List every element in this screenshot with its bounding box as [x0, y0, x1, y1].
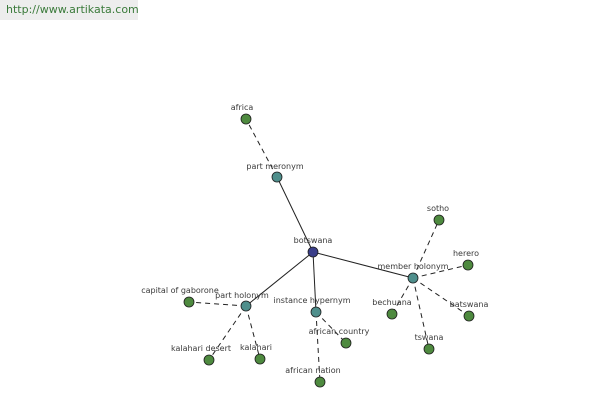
edge-part-holonym-to-kalahari — [245, 305, 261, 360]
node-african-country-label: african country — [309, 327, 370, 336]
node-member-holonym[interactable]: member holonym — [377, 262, 449, 284]
node-capital-of-gaborone-label: capital of gaborone — [141, 286, 219, 295]
node-bechuana-dot[interactable] — [386, 308, 398, 320]
node-herero-label: herero — [453, 249, 479, 258]
node-bechuana-label: bechuana — [372, 298, 412, 307]
node-bechuana[interactable]: bechuana — [372, 298, 412, 320]
edge-member-holonym-to-tswana — [412, 277, 430, 350]
edge-part-meronym-to-africa — [245, 118, 278, 178]
node-botswana-dot[interactable] — [307, 246, 319, 258]
node-batswana[interactable]: batswana — [450, 300, 489, 322]
node-kalahari-dot[interactable] — [254, 353, 266, 365]
node-capital-of-gaborone[interactable]: capital of gaborone — [141, 286, 219, 308]
node-capital-of-gaborone-dot[interactable] — [183, 296, 195, 308]
node-kalahari-label: kalahari — [240, 343, 272, 352]
node-kalahari-desert-label: kalahari desert — [171, 344, 231, 353]
edge-botswana-to-member-holonym — [312, 251, 414, 279]
edges-layer — [188, 118, 470, 383]
node-part-meronym-label: part meronym — [246, 162, 303, 171]
nodes-layer: botswana part meronym africa part holonymca… — [141, 103, 489, 388]
node-africa-label: africa — [231, 103, 254, 112]
node-part-meronym[interactable]: part meronym — [246, 162, 304, 183]
node-kalahari[interactable]: kalahari — [240, 343, 272, 365]
edge-member-holonym-to-batswana — [412, 277, 470, 317]
node-member-holonym-label: member holonym — [377, 262, 448, 271]
node-instance-hypernym-label: instance hypernym — [274, 296, 351, 305]
node-african-country-dot[interactable] — [340, 337, 352, 349]
node-botswana-label: botswana — [294, 236, 333, 245]
node-africa[interactable]: africa — [231, 103, 254, 125]
node-africa-dot[interactable] — [240, 113, 252, 125]
node-part-holonym[interactable]: part holonym — [215, 291, 269, 312]
node-part-meronym-dot[interactable] — [271, 171, 283, 183]
edge-member-holonym-to-sotho — [412, 219, 440, 279]
node-herero[interactable]: herero — [453, 249, 479, 271]
node-african-nation[interactable]: african nation — [285, 366, 341, 388]
node-tswana-dot[interactable] — [423, 343, 435, 355]
edge-instance-hypernym-to-african-nation — [315, 311, 321, 383]
edge-botswana-to-part-meronym — [276, 176, 314, 253]
node-african-nation-dot[interactable] — [314, 376, 326, 388]
node-herero-dot[interactable] — [462, 259, 474, 271]
node-tswana-label: tswana — [415, 333, 444, 342]
node-batswana-dot[interactable] — [463, 310, 475, 322]
edge-botswana-to-part-holonym — [245, 251, 314, 307]
site-url-link[interactable]: http://www.artikata.com — [0, 0, 139, 20]
node-sotho-label: sotho — [427, 204, 449, 213]
node-botswana[interactable]: botswana — [294, 236, 333, 258]
node-instance-hypernym-dot[interactable] — [310, 306, 322, 318]
node-part-holonym-dot[interactable] — [240, 300, 252, 312]
node-batswana-label: batswana — [450, 300, 489, 309]
edge-instance-hypernym-to-african-country — [315, 311, 347, 344]
node-kalahari-desert[interactable]: kalahari desert — [171, 344, 231, 366]
node-sotho-dot[interactable] — [433, 214, 445, 226]
edge-member-holonym-to-bechuana — [391, 277, 414, 315]
edge-part-holonym-to-kalahari-desert — [208, 305, 247, 361]
node-member-holonym-dot[interactable] — [407, 272, 419, 284]
edge-member-holonym-to-herero — [412, 264, 469, 279]
edge-part-holonym-to-capital-of-gaborone — [188, 301, 247, 307]
node-part-holonym-label: part holonym — [215, 291, 269, 300]
edge-botswana-to-instance-hypernym — [312, 251, 317, 313]
node-tswana[interactable]: tswana — [415, 333, 444, 355]
node-instance-hypernym[interactable]: instance hypernym — [274, 296, 351, 318]
node-sotho[interactable]: sotho — [427, 204, 449, 226]
node-african-country[interactable]: african country — [309, 327, 370, 349]
node-kalahari-desert-dot[interactable] — [203, 354, 215, 366]
node-african-nation-label: african nation — [285, 366, 340, 375]
